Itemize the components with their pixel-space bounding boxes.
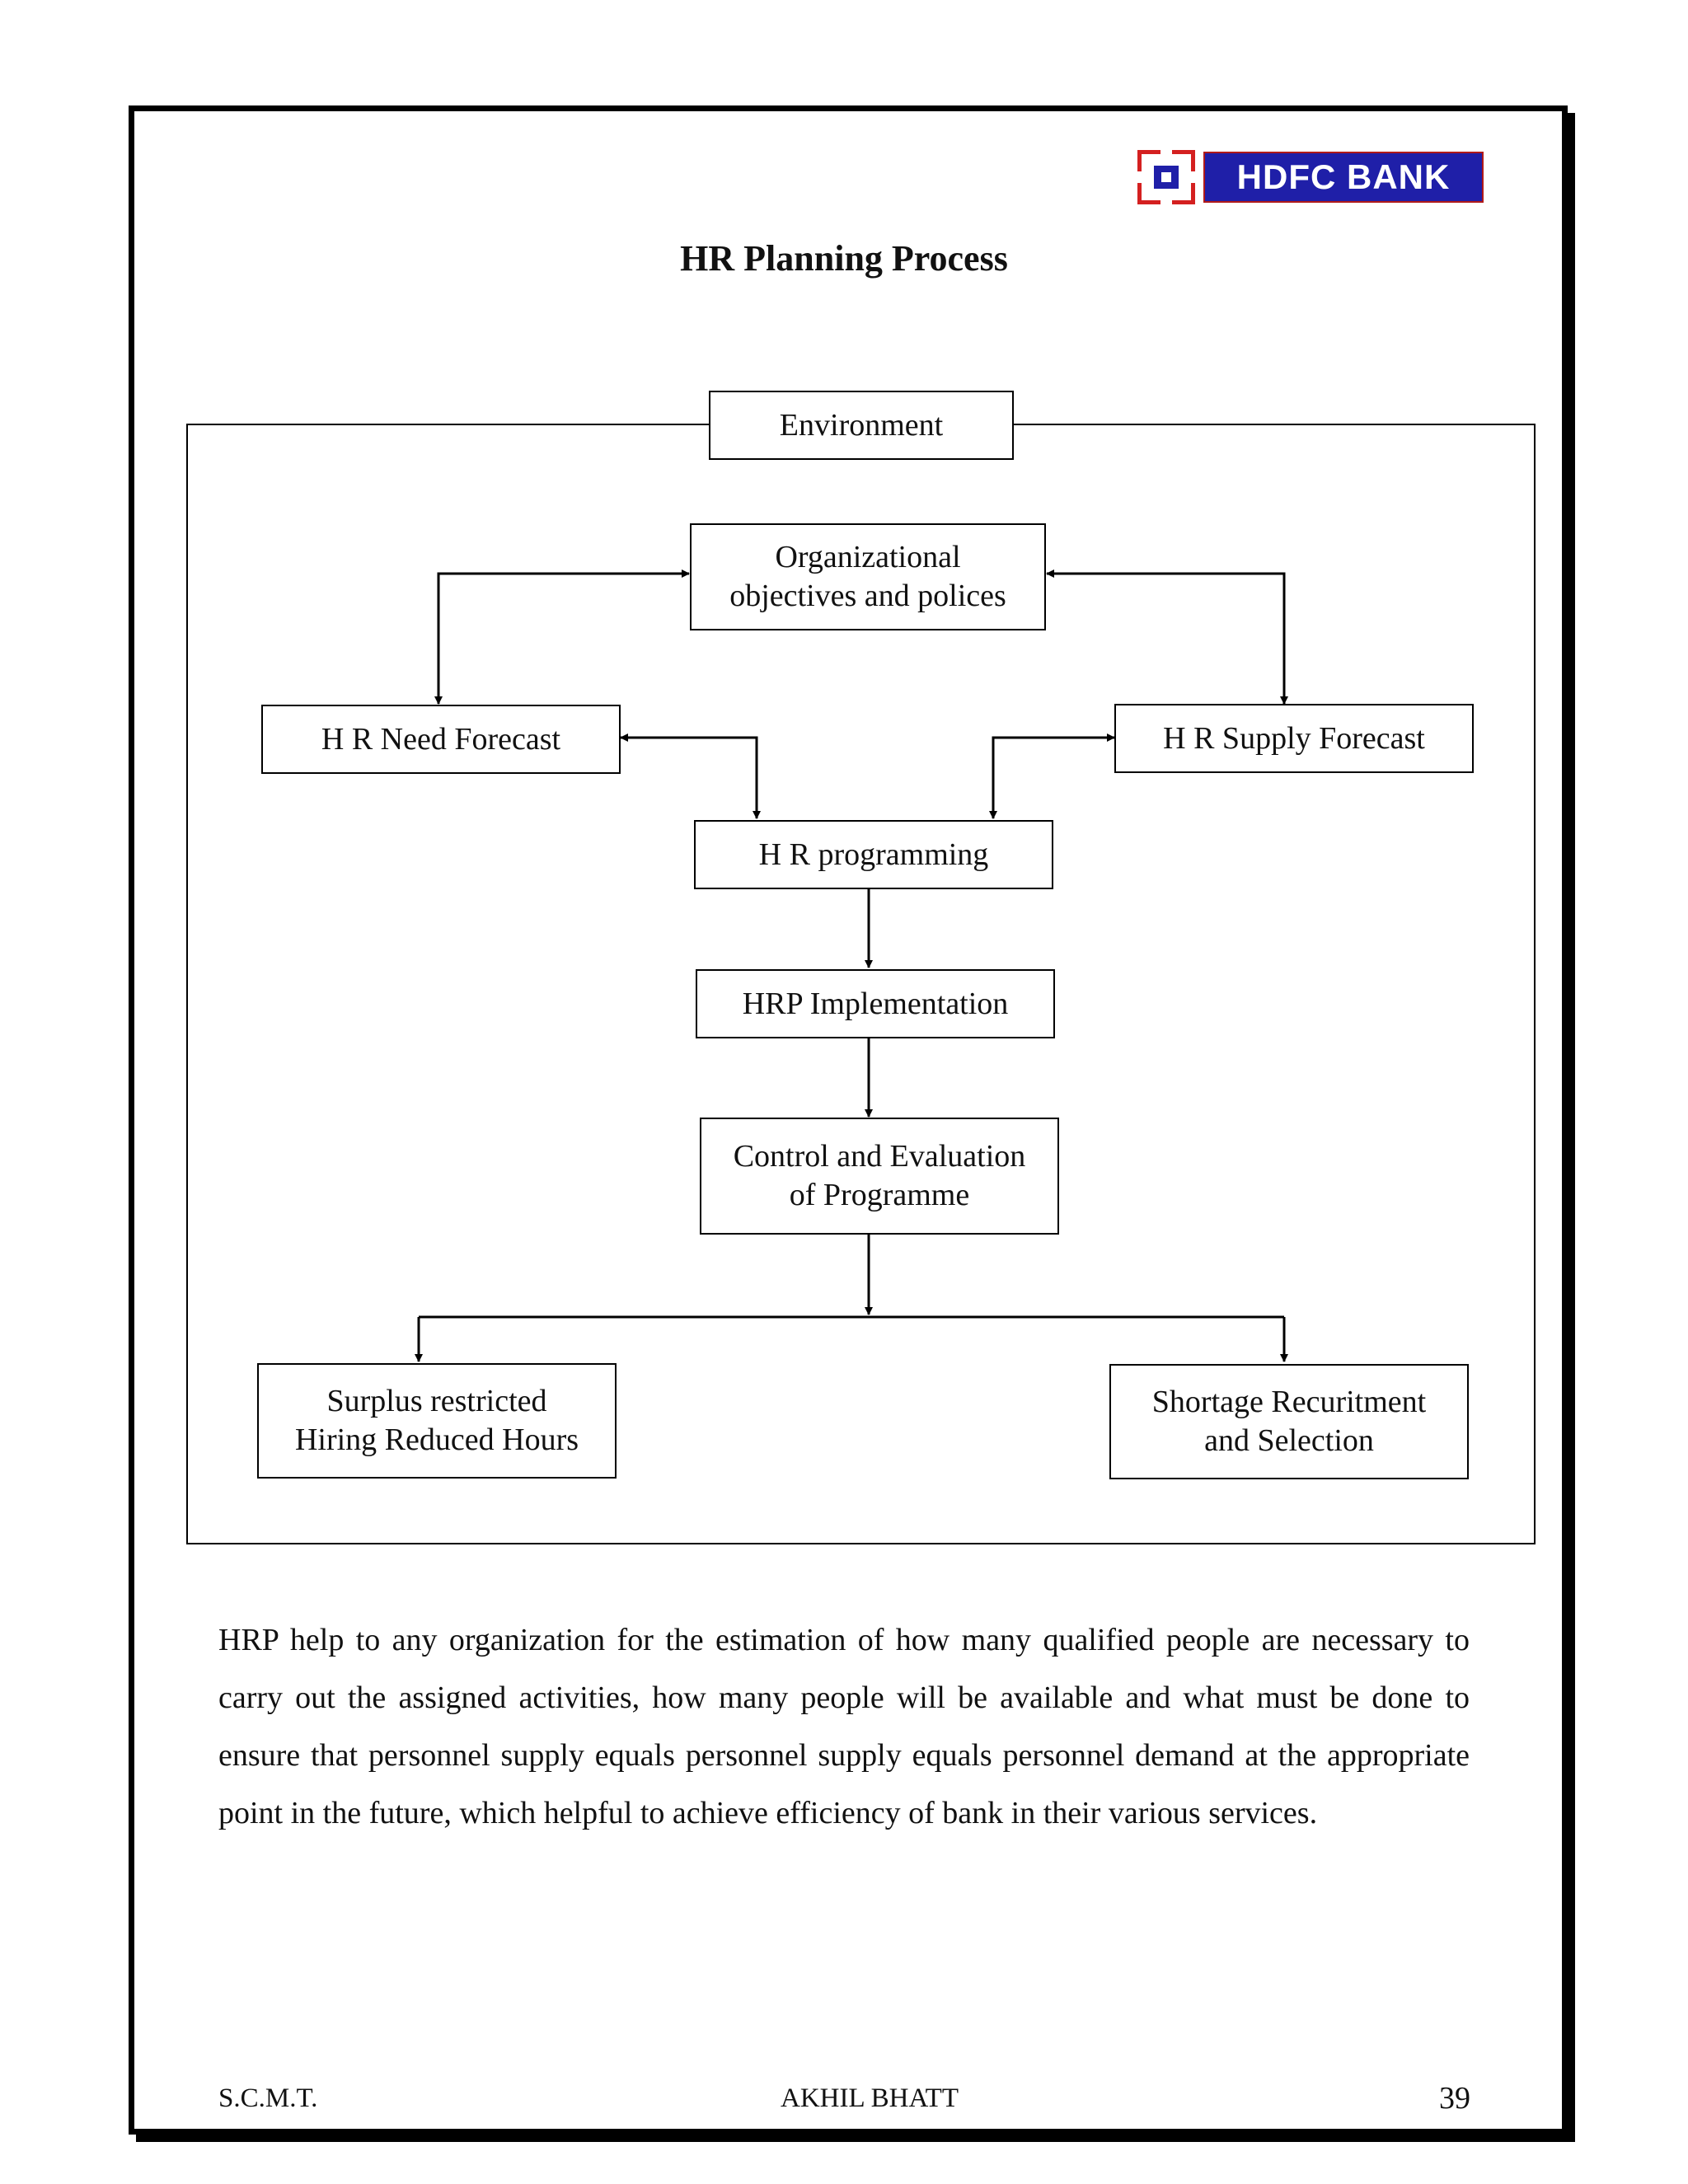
node-shortage: Shortage Recuritment and Selection xyxy=(1109,1364,1469,1479)
node-need-forecast-label: H R Need Forecast xyxy=(321,721,561,757)
node-org-objectives-line-2: objectives and polices xyxy=(729,579,1006,613)
logo-wordmark: HDFC BANK xyxy=(1203,152,1484,203)
body-paragraph: HRP help to any organization for the est… xyxy=(218,1623,1470,1830)
connector-need-programming xyxy=(620,733,761,819)
node-environment: Environment xyxy=(709,391,1014,460)
node-hr-programming: H R programming xyxy=(694,820,1053,889)
node-control-evaluation-line-2: of Programme xyxy=(789,1178,970,1212)
node-supply-forecast: H R Supply Forecast xyxy=(1114,704,1474,773)
footer-institute: S.C.M.T. xyxy=(218,2083,318,2113)
node-shortage-line-2: and Selection xyxy=(1204,1423,1374,1458)
node-org-objectives-line-1: Organizational xyxy=(775,540,961,574)
connector-supply-org xyxy=(1046,569,1288,705)
node-control-evaluation-line-1: Control and Evaluation xyxy=(733,1139,1026,1174)
node-need-forecast: H R Need Forecast xyxy=(261,705,621,774)
page-title: HR Planning Process xyxy=(680,238,1008,279)
node-supply-forecast-label: H R Supply Forecast xyxy=(1163,720,1425,756)
hdfc-bank-logo: HDFC BANK xyxy=(1137,149,1484,205)
page-number: 39 xyxy=(1439,2081,1470,2116)
node-control-evaluation: Control and Evaluation of Programme xyxy=(700,1118,1059,1235)
footer-author: AKHIL BHATT xyxy=(781,2083,959,2113)
node-org-objectives: Organizational objectives and polices xyxy=(690,523,1046,630)
node-surplus: Surplus restricted Hiring Reduced Hours xyxy=(257,1363,617,1479)
node-hrp-implementation: HRP Implementation xyxy=(696,969,1055,1038)
connector-need-org xyxy=(434,569,690,705)
node-hr-programming-label: H R programming xyxy=(758,837,989,872)
hdfc-logo-mark-icon xyxy=(1137,149,1196,205)
node-shortage-line-1: Shortage Recuritment xyxy=(1151,1385,1427,1419)
node-environment-label: Environment xyxy=(779,407,944,443)
node-surplus-line-1: Surplus restricted xyxy=(326,1384,547,1418)
node-hrp-implementation-label: HRP Implementation xyxy=(742,986,1009,1021)
node-surplus-line-2: Hiring Reduced Hours xyxy=(294,1422,579,1457)
connector-supply-programming xyxy=(989,733,1115,819)
